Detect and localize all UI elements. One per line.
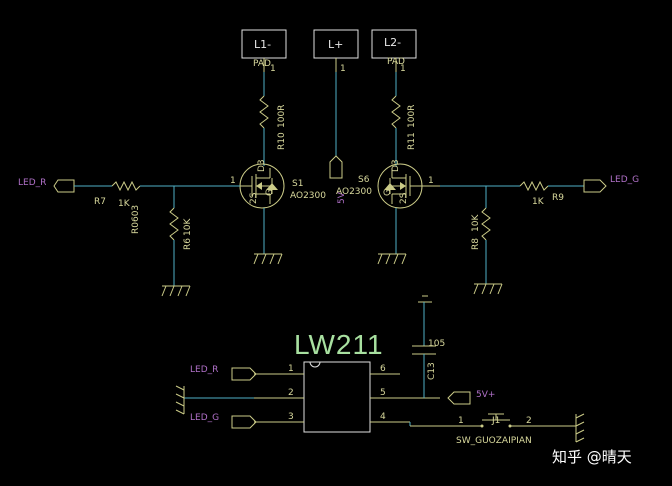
pad-l-plus-pin: 1 xyxy=(340,64,346,74)
s6-pin-gl: G xyxy=(383,189,393,196)
r11-value: 100R xyxy=(407,105,417,128)
s1-gate-pin: 1 xyxy=(230,176,236,186)
net-led-g-top: LED_G xyxy=(610,175,639,185)
resistor-r7 xyxy=(111,180,141,192)
r10-label: R10 xyxy=(277,132,287,150)
s6-pin-s: 2S xyxy=(399,192,409,204)
pad-l-plus-label: L+ xyxy=(328,38,343,51)
ground-r8 xyxy=(473,283,503,295)
r8-ref: R8 xyxy=(471,238,481,250)
resistor-r8 xyxy=(481,207,491,241)
r9-ref: R9 xyxy=(552,193,564,203)
net-port-led-r-bottom xyxy=(231,367,257,381)
r7-ref: R7 xyxy=(94,197,106,207)
ic-name: LW211 xyxy=(294,329,384,360)
net-port-led-r-top xyxy=(53,179,75,193)
r11-label: R11 xyxy=(407,132,417,150)
ic-pin-3: 3 xyxy=(288,412,294,422)
net-port-led-g-bottom xyxy=(231,415,257,429)
pad-l1-minus-label: L1- xyxy=(254,38,271,51)
pad-l-plus: L+ 1 xyxy=(313,29,359,74)
pad-l2-pin: 1 xyxy=(400,64,406,74)
pad-l2-minus-label: L2- xyxy=(384,36,401,49)
sw-name: SW_GUOZAIPIAN xyxy=(456,436,532,446)
r9-value: 1K xyxy=(532,197,545,207)
pad-l2-minus: L2- PAD 1 xyxy=(371,29,417,74)
ic-pin-6: 6 xyxy=(380,364,386,374)
r8-value: 10K xyxy=(471,214,481,232)
net-5v-short: 5V xyxy=(337,191,347,204)
mosfet-s6 xyxy=(377,163,440,209)
ic-pin-2: 2 xyxy=(288,388,294,398)
s1-ref: S1 xyxy=(292,179,303,189)
watermark: 知乎 @晴天 xyxy=(552,448,632,466)
net-led-r-bottom: LED_R xyxy=(190,365,218,375)
net-port-led-g-top xyxy=(583,179,607,193)
switch-j1 xyxy=(476,413,512,428)
ground-s6 xyxy=(377,253,407,265)
c13-ref: C13 xyxy=(427,362,437,380)
s6-pin-d: D3 xyxy=(391,159,401,172)
ic-pin-4: 4 xyxy=(380,412,386,422)
resistor-r11 xyxy=(391,95,401,129)
r7-package: R0603 xyxy=(131,205,141,234)
r6-value: 10K xyxy=(183,218,193,236)
s1-pin-gl: G xyxy=(265,189,275,196)
resistor-r9 xyxy=(519,180,549,192)
ground-s1 xyxy=(253,253,283,265)
ic-pin-5: 5 xyxy=(380,388,386,398)
net-port-5v-center xyxy=(329,155,343,179)
ground-r6 xyxy=(161,285,191,297)
net-led-g-bottom: LED_G xyxy=(190,413,219,423)
sw-ref: J1 xyxy=(491,416,500,426)
s1-part: AO2300 xyxy=(290,191,326,201)
ground-switch xyxy=(575,413,585,443)
r7-value: 1K xyxy=(118,199,131,209)
net-port-5v-plus xyxy=(447,391,471,405)
sw-pin-2: 2 xyxy=(526,416,532,426)
pad-l1-pin: 1 xyxy=(270,64,276,74)
ic-pin-1: 1 xyxy=(288,364,294,374)
s1-pin-d: D3 xyxy=(257,159,267,172)
r10-value: 100R xyxy=(277,105,287,128)
ic-lw211-body xyxy=(303,361,371,433)
c13-value: 105 xyxy=(428,339,445,349)
s6-gate-pin: 1 xyxy=(428,176,434,186)
resistor-r6 xyxy=(169,207,179,241)
resistor-r10 xyxy=(259,95,269,129)
net-5v-plus: 5V+ xyxy=(476,390,495,400)
pad-l1-text: PAD xyxy=(253,59,271,69)
s6-part: AO2300 xyxy=(336,187,372,197)
s6-ref: S6 xyxy=(358,175,370,185)
sw-pin-1: 1 xyxy=(458,416,464,426)
s1-pin-s: 2S xyxy=(249,192,259,204)
net-led-r-top: LED_R xyxy=(18,178,46,188)
r6-ref: R6 xyxy=(183,238,193,250)
ground-ic xyxy=(175,385,185,415)
